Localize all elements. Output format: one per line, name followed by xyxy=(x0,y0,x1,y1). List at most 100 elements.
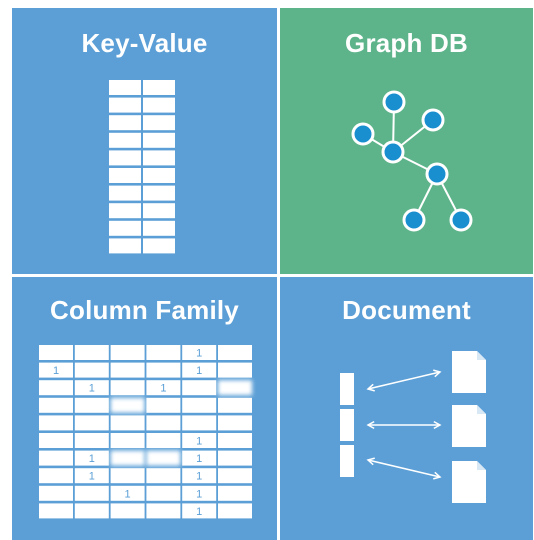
column-cell xyxy=(74,485,109,501)
document-title: Document xyxy=(342,295,471,325)
column-cell xyxy=(182,485,217,501)
column-cell xyxy=(110,345,145,360)
column-cell xyxy=(39,380,73,396)
graph-db-panel: Graph DB xyxy=(280,8,533,274)
column-cell xyxy=(110,362,145,378)
cell-value: 1 xyxy=(196,506,202,518)
graph-node xyxy=(402,208,426,232)
value-cell xyxy=(143,220,175,236)
column-cell xyxy=(182,433,217,448)
column-cell xyxy=(110,468,145,484)
column-cell xyxy=(218,380,252,396)
cell-value: 1 xyxy=(196,488,202,500)
column-cell xyxy=(39,397,73,413)
column-cell xyxy=(182,397,217,413)
column-cell xyxy=(218,345,252,360)
double-arrow-icon xyxy=(366,420,442,430)
value-cell xyxy=(143,115,175,131)
document-icon xyxy=(452,351,486,393)
document-icon xyxy=(452,405,486,447)
graph-node xyxy=(425,162,449,186)
cell-value: 1 xyxy=(89,383,95,395)
cell-value: 1 xyxy=(196,348,202,360)
column-cell xyxy=(110,415,145,431)
value-cell xyxy=(143,150,175,166)
key-value-panel: Key-Value xyxy=(12,8,277,274)
column-cell xyxy=(146,397,181,413)
value-cell xyxy=(143,80,175,95)
graph-node xyxy=(381,140,405,164)
column-cell xyxy=(146,415,181,431)
key-cell xyxy=(109,97,141,113)
graph-node xyxy=(351,122,375,146)
column-cell xyxy=(39,503,73,519)
graph-network-icon xyxy=(351,90,473,232)
column-cell xyxy=(146,468,181,484)
column-cell xyxy=(218,362,252,378)
key-cell xyxy=(109,132,141,148)
column-cell xyxy=(110,433,145,448)
column-cell xyxy=(39,433,73,448)
record-bar xyxy=(340,373,354,405)
column-cell xyxy=(74,433,109,448)
column-cell xyxy=(182,503,217,519)
column-cell xyxy=(74,345,109,360)
graph-node xyxy=(382,90,406,114)
document-diagram xyxy=(340,351,486,503)
column-cell xyxy=(110,380,145,396)
cell-value: 1 xyxy=(196,436,202,448)
graph-db-title: Graph DB xyxy=(345,28,468,58)
cell-value: 1 xyxy=(160,383,166,395)
column-cell xyxy=(182,468,217,484)
cell-value: 1 xyxy=(125,488,131,500)
column-cell xyxy=(218,415,252,431)
column-cell xyxy=(110,503,145,519)
value-cell xyxy=(143,168,175,183)
cell-value: 1 xyxy=(89,453,95,465)
key-cell xyxy=(109,168,141,183)
cell-value: 1 xyxy=(196,453,202,465)
value-cell xyxy=(143,238,175,254)
column-cell xyxy=(74,397,109,413)
column-cell xyxy=(182,450,217,466)
document-panel: Document xyxy=(280,277,533,540)
double-arrow-icon xyxy=(366,457,442,480)
key-cell xyxy=(109,80,141,95)
column-cell xyxy=(218,503,252,519)
column-cell xyxy=(74,503,109,519)
record-bar xyxy=(340,409,354,441)
key-cell xyxy=(109,185,141,201)
column-cell xyxy=(218,450,252,466)
column-cell xyxy=(146,345,181,360)
column-cell xyxy=(146,450,181,466)
column-cell xyxy=(39,468,73,484)
double-arrow-icon xyxy=(366,369,442,392)
column-cell xyxy=(110,485,145,501)
graph-node xyxy=(449,208,473,232)
column-cell xyxy=(182,362,217,378)
column-cell xyxy=(182,415,217,431)
key-cell xyxy=(109,203,141,219)
value-cell xyxy=(143,132,175,148)
key-cell xyxy=(109,115,141,131)
value-cell xyxy=(143,185,175,201)
key-cell xyxy=(109,150,141,166)
column-cell xyxy=(39,450,73,466)
column-cell xyxy=(146,380,181,396)
column-cell xyxy=(146,503,181,519)
cell-value: 1 xyxy=(53,365,59,377)
key-cell xyxy=(109,238,141,254)
value-cell xyxy=(143,203,175,219)
column-cell xyxy=(74,468,109,484)
key-value-title: Key-Value xyxy=(81,28,208,58)
document-icon xyxy=(452,461,486,503)
cell-value: 1 xyxy=(89,471,95,483)
column-cell xyxy=(39,345,73,360)
graph-node xyxy=(421,108,445,132)
value-cell xyxy=(143,97,175,113)
column-cell xyxy=(218,397,252,413)
key-cell xyxy=(109,220,141,236)
column-cell xyxy=(39,362,73,378)
